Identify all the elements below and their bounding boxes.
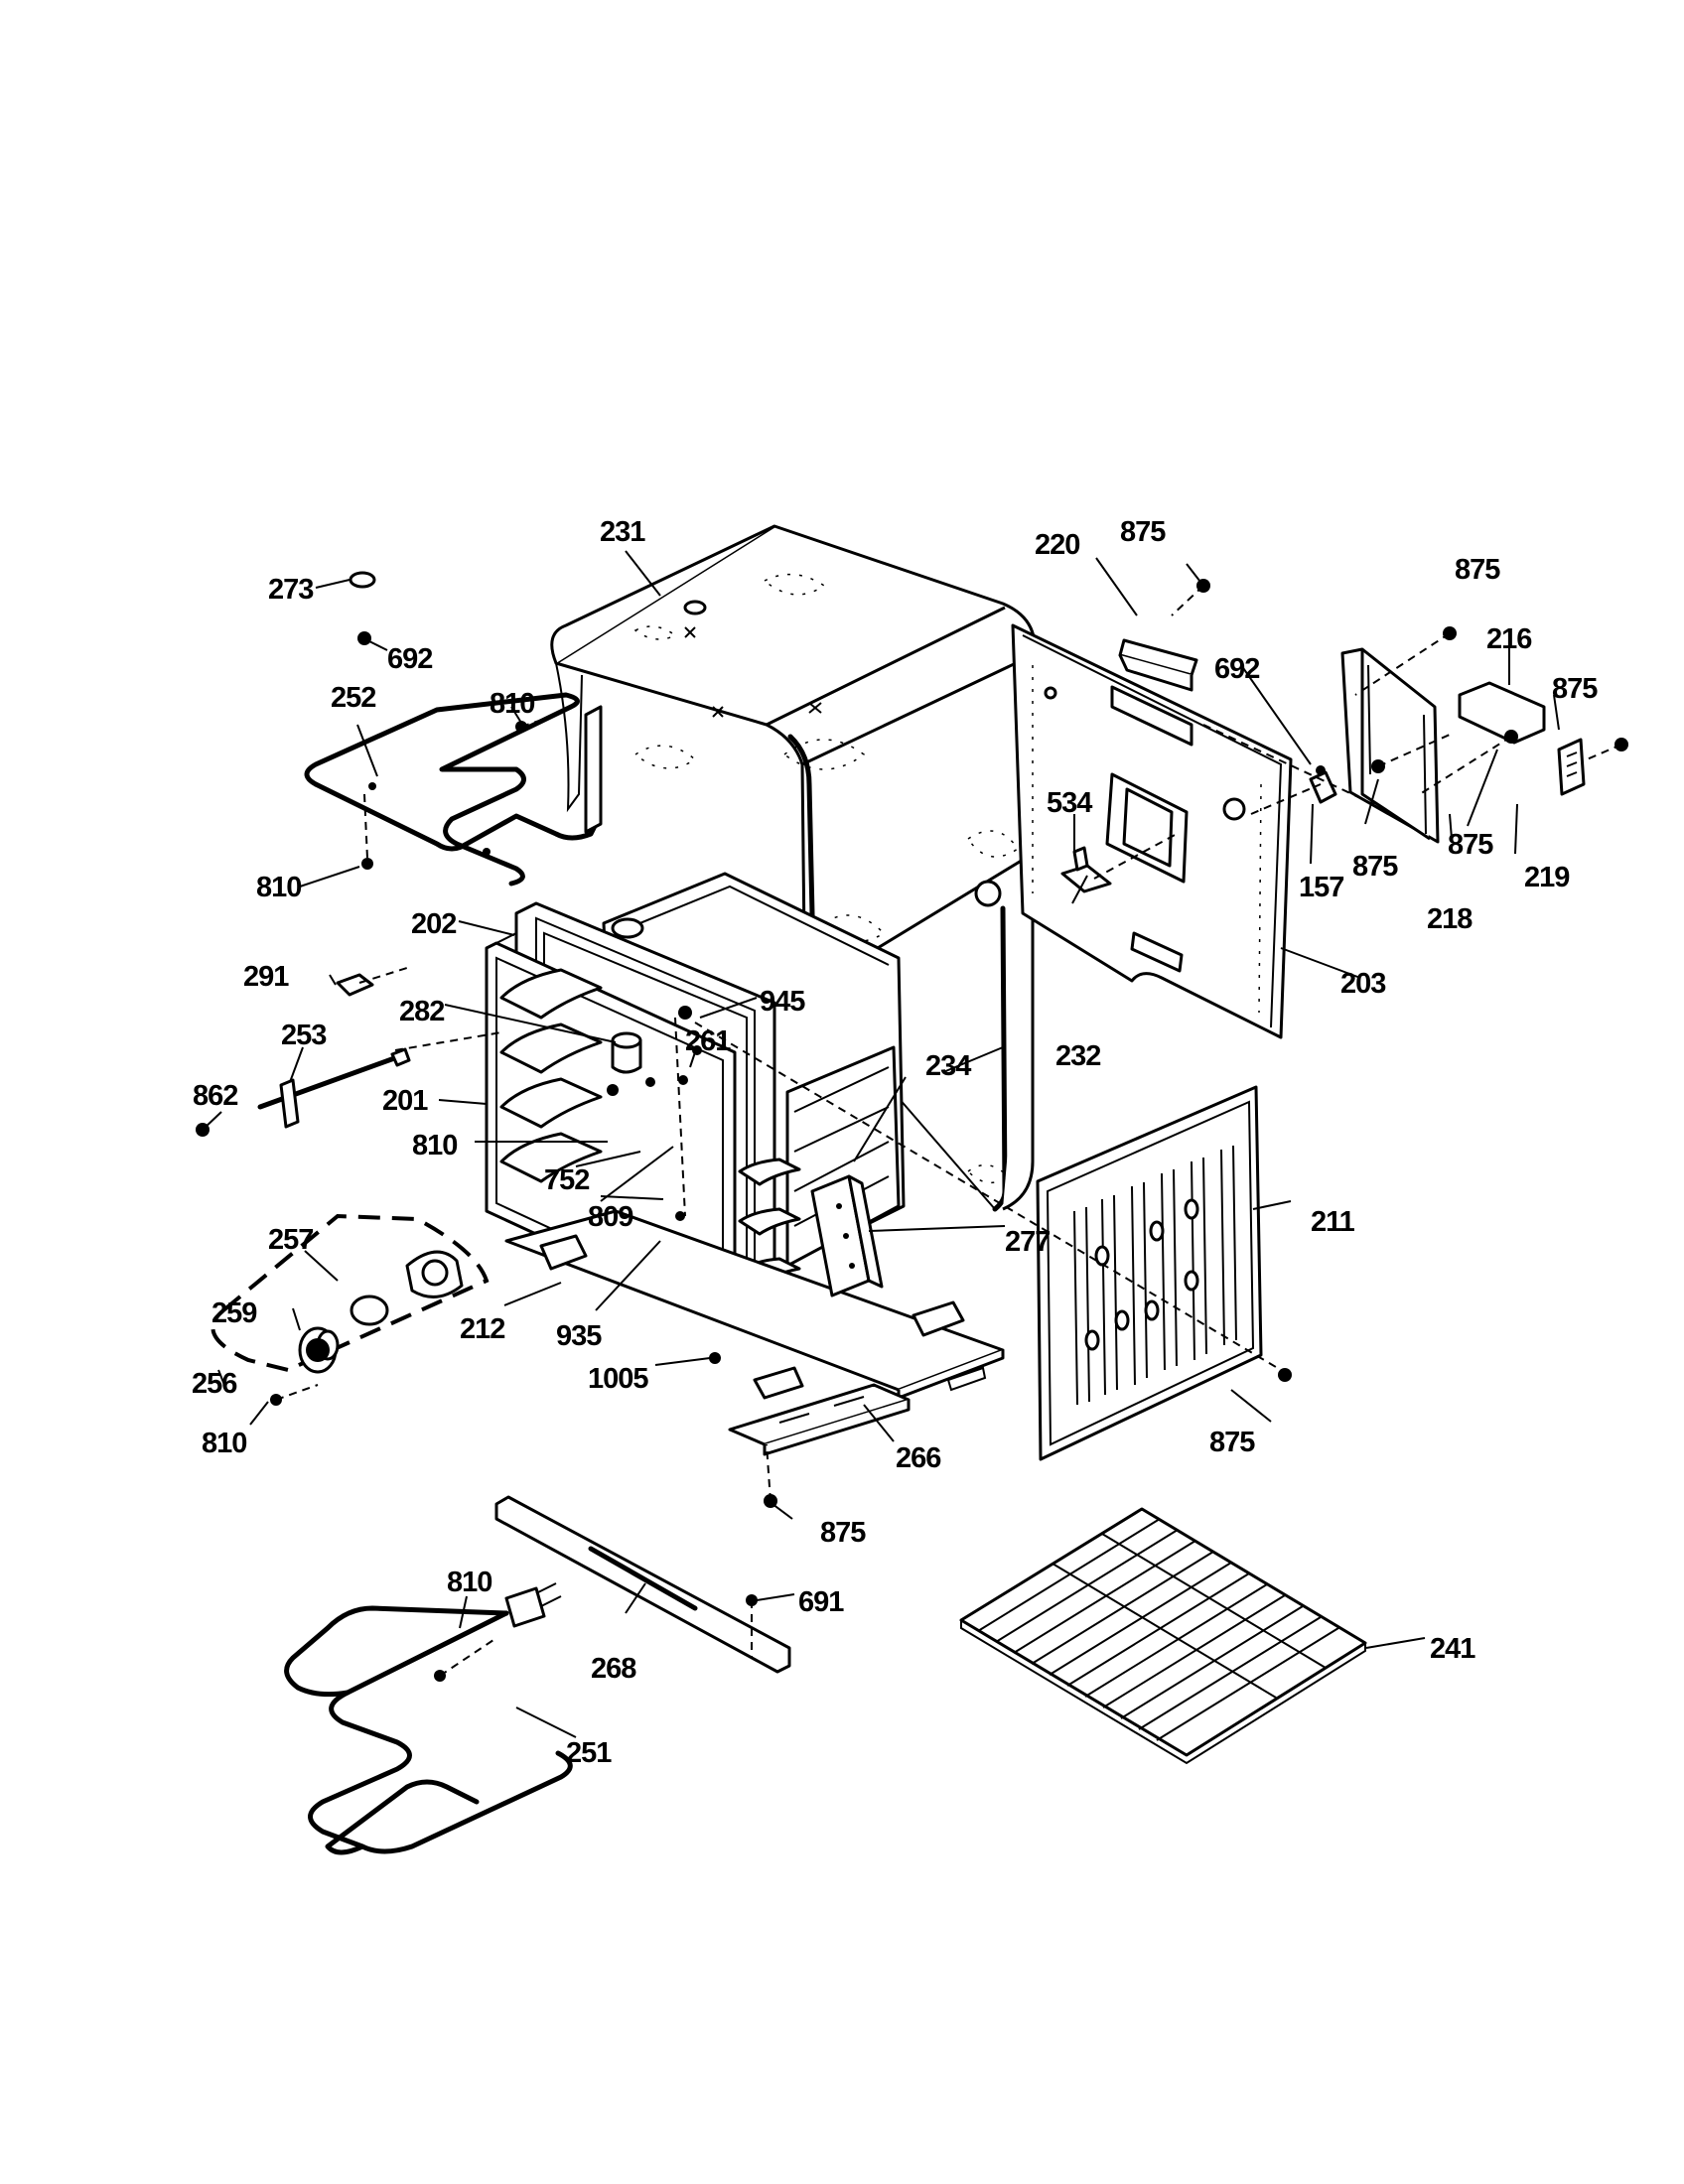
callout-277: 277: [1005, 1226, 1050, 1258]
leader-lines: [202, 550, 1622, 1738]
bottom-panel: [504, 1209, 1005, 1400]
callout-202: 202: [411, 908, 456, 940]
callout-220: 220: [1035, 529, 1079, 561]
callout-232: 232: [1055, 1040, 1100, 1072]
rack-guides: [499, 968, 801, 1286]
callout-875: 875: [820, 1517, 866, 1549]
back-panel: [1011, 623, 1293, 1039]
callout-692: 692: [387, 643, 432, 675]
fastener-273: [349, 571, 376, 589]
callout-252: 252: [331, 682, 375, 714]
callout-234: 234: [925, 1050, 971, 1082]
callout-810: 810: [490, 688, 534, 720]
callout-875: 875: [1209, 1427, 1255, 1458]
callout-945: 945: [760, 986, 805, 1018]
callout-935: 935: [556, 1320, 602, 1352]
bracket-157: [1309, 765, 1337, 804]
callout-692: 692: [1214, 653, 1259, 685]
callout-211: 211: [1311, 1206, 1355, 1238]
callout-labels: 231 875 220 875 216 875 273 692 252 810 …: [192, 516, 1599, 1769]
callout-268: 268: [591, 1653, 636, 1685]
callout-203: 203: [1340, 968, 1386, 1000]
front-trim-strip: [494, 1495, 791, 1674]
clip: [336, 973, 374, 997]
callout-862: 862: [193, 1080, 237, 1112]
insulation-bracket-218: [1340, 647, 1440, 844]
rear-inner-panel: [1036, 1085, 1263, 1461]
sensor-bracket: [810, 1174, 884, 1297]
callout-291: 291: [243, 961, 289, 993]
convection-fan-kit: [210, 1213, 490, 1374]
callout-261: 261: [685, 1025, 731, 1057]
callout-257: 257: [268, 1224, 313, 1256]
light-socket-housing: [611, 1031, 642, 1074]
callout-282: 282: [399, 996, 444, 1027]
callout-157: 157: [1299, 872, 1343, 903]
fastener-692-a: [357, 631, 371, 645]
callout-875: 875: [1448, 829, 1493, 861]
callout-534: 534: [1047, 787, 1092, 819]
callout-253: 253: [281, 1020, 327, 1051]
callout-810: 810: [412, 1130, 457, 1161]
outer-case-wrapper: [550, 524, 1037, 1212]
callout-810: 810: [256, 872, 301, 903]
callout-218: 218: [1427, 903, 1473, 935]
callout-810: 810: [202, 1428, 246, 1459]
callout-273: 273: [268, 574, 314, 606]
oven-rack: [959, 1507, 1367, 1765]
callout-219: 219: [1524, 862, 1570, 893]
callout-216: 216: [1486, 623, 1532, 655]
bracket-216: [1458, 681, 1546, 745]
callout-212: 212: [460, 1313, 504, 1345]
bracket-219: [1557, 738, 1586, 796]
bottom-bracket: [728, 1383, 911, 1456]
callout-691: 691: [798, 1586, 844, 1618]
callout-259: 259: [211, 1297, 257, 1329]
callout-875: 875: [1120, 516, 1166, 548]
callout-875: 875: [1352, 851, 1398, 883]
callout-241: 241: [1430, 1633, 1475, 1665]
bake-element: [284, 1582, 573, 1855]
callout-810: 810: [447, 1567, 491, 1598]
callout-809: 809: [588, 1201, 633, 1233]
callout-266: 266: [896, 1442, 941, 1474]
callout-875: 875: [1552, 673, 1598, 705]
callout-752: 752: [544, 1164, 589, 1196]
top-bracket-220: [1118, 638, 1198, 692]
callout-251: 251: [566, 1737, 612, 1769]
callout-256: 256: [192, 1368, 237, 1400]
callout-1005: 1005: [588, 1363, 648, 1395]
temperature-sensor-probe: [257, 1047, 411, 1129]
callout-231: 231: [600, 516, 645, 548]
broil-element: [304, 692, 603, 887]
callout-201: 201: [382, 1085, 428, 1117]
callout-875: 875: [1455, 554, 1500, 586]
